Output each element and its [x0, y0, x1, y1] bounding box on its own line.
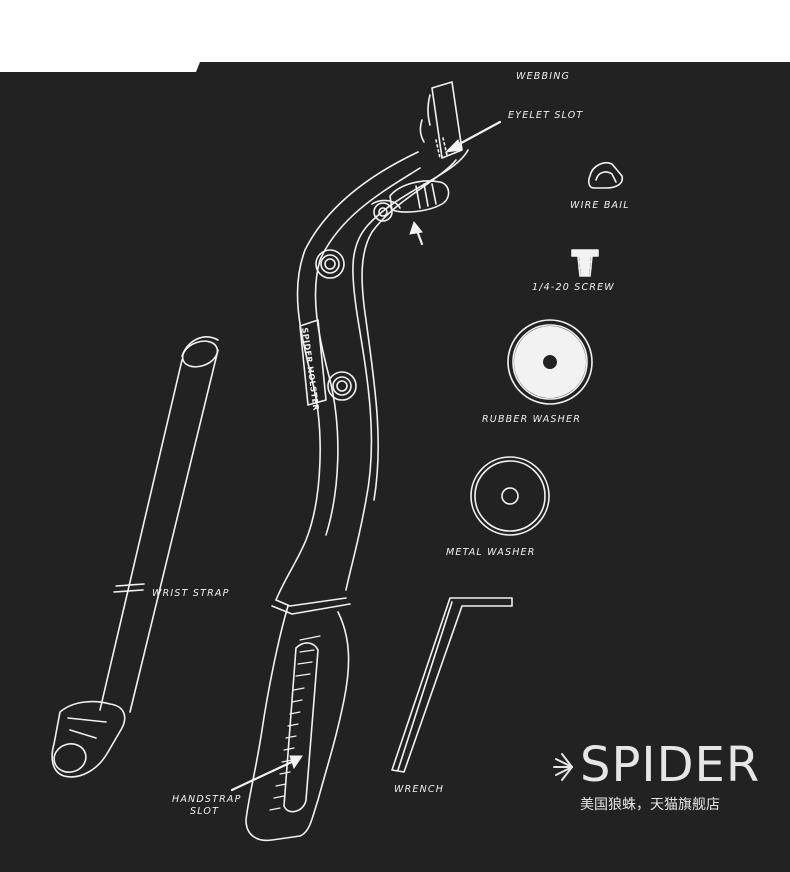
label-screw: 1/4-20 SCREW — [532, 282, 615, 293]
label-handstrap-slot-line1: HANDSTRAP — [172, 794, 242, 805]
label-wire-bail: WIRE BAIL — [570, 200, 630, 211]
label-wrist-strap: WRIST STRAP — [152, 588, 230, 599]
label-rubber-washer: RUBBER WASHER — [482, 414, 582, 425]
brand-subtitle: 美国狼蛛，天猫旗舰店 — [580, 797, 720, 813]
brand-name: SPIDER — [580, 737, 761, 793]
hand-plate — [245, 605, 350, 842]
label-wrench: WRENCH — [394, 784, 445, 795]
handstrap-slot-arrow — [230, 758, 298, 792]
holster-strap — [245, 81, 469, 842]
label-webbing: WEBBING — [516, 71, 571, 82]
eyelet-1 — [315, 249, 345, 279]
label-eyelet-slot: EYELET SLOT — [508, 110, 584, 121]
label-metal-washer: METAL WASHER — [446, 547, 536, 558]
diagram-background — [0, 62, 790, 872]
eyelet-2 — [327, 371, 357, 401]
metal-washer — [470, 456, 550, 536]
label-handstrap-slot-line2: SLOT — [190, 806, 220, 817]
rubber-washer-face — [514, 326, 587, 399]
spider-logo-icon — [553, 753, 573, 781]
wire-bail — [588, 161, 624, 189]
clip — [389, 180, 450, 213]
brand-watermark: SPIDER 美国狼蛛，天猫旗舰店 — [550, 738, 780, 818]
wrench — [391, 597, 513, 773]
wrist-strap — [51, 336, 219, 778]
